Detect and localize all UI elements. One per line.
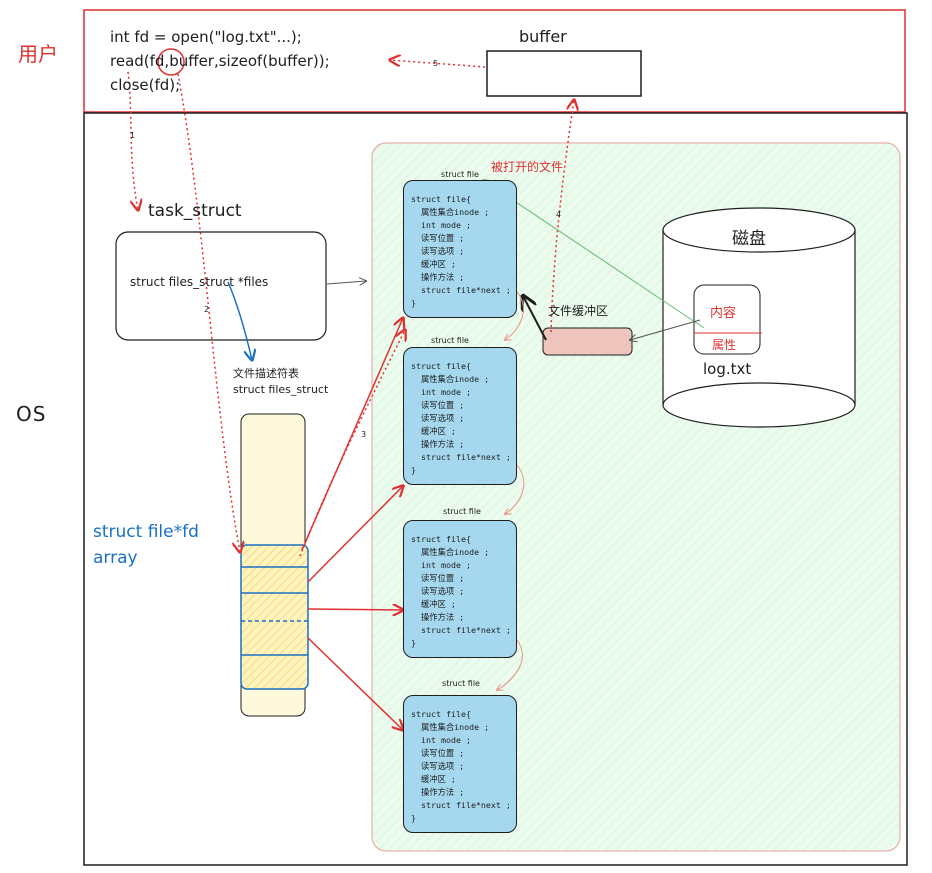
- sf4-line: 读写选项 ;: [411, 761, 465, 771]
- user-label: 用户: [18, 42, 58, 66]
- sf1-line: 属性集合inode ;: [411, 207, 490, 217]
- fd0-pointer: [301, 318, 403, 551]
- struct-file-box-2: struct file{ 属性集合inode ; int mode ; 读写位置…: [403, 347, 517, 485]
- sf3-line: 读写选项 ;: [411, 586, 465, 596]
- sf4-line: 读写位置 ;: [411, 748, 465, 758]
- disk-label: 磁盘: [732, 229, 766, 249]
- sf4-line: 缓冲区 ;: [411, 774, 456, 784]
- sf4-line: struct file{: [411, 709, 471, 719]
- opened-files-label: 被打开的文件: [491, 160, 564, 174]
- sf1-line: struct file*next ;: [411, 285, 511, 295]
- sf3-line: struct file*next ;: [411, 625, 511, 635]
- sf4-line: struct file*next ;: [411, 800, 511, 810]
- sf1-line: 缓冲区 ;: [411, 259, 456, 269]
- struct-file-title-2: struct file: [431, 336, 469, 345]
- sf1-line: int mode ;: [411, 220, 471, 230]
- sf3-line: int mode ;: [411, 560, 471, 570]
- sf3-line: }: [411, 638, 416, 648]
- sf4-line: }: [411, 813, 416, 823]
- disk-content-label: 内容: [710, 306, 737, 321]
- next-link-3: [497, 634, 523, 690]
- content-to-buffer-arrow: [630, 319, 701, 340]
- step-number-4: 4: [556, 210, 562, 219]
- sf4-line: 操作方法 ;: [411, 787, 465, 797]
- inode-link-arrow: [483, 180, 705, 329]
- sf2-line: }: [411, 465, 416, 475]
- flow-2-arrow: [177, 73, 240, 552]
- fd1-pointer: [307, 486, 403, 583]
- sf1-line: 操作方法 ;: [411, 272, 465, 282]
- flow-1-arrow: [127, 71, 138, 210]
- sf2-line: struct file*next ;: [411, 452, 511, 462]
- files-field-label: struct files_struct *files: [130, 275, 269, 289]
- sf3-line: 缓冲区 ;: [411, 599, 456, 609]
- next-link-2: [505, 459, 525, 514]
- task-struct-label: task_struct: [148, 201, 242, 221]
- sf2-line: 读写选项 ;: [411, 413, 465, 423]
- disk-file-box: [693, 284, 761, 355]
- struct-file-box-1: struct file{ 属性集合inode ; int mode ; 读写位置…: [403, 180, 517, 318]
- sf2-line: 缓冲区 ;: [411, 426, 456, 436]
- sf4-line: 属性集合inode ;: [411, 722, 490, 732]
- sf2-line: struct file{: [411, 361, 471, 371]
- fd-array-label-line1: struct file*fd: [93, 522, 199, 542]
- sf1-line: }: [411, 298, 416, 308]
- sf2-line: 读写位置 ;: [411, 400, 465, 410]
- fd-table-label-line1: 文件描述符表: [233, 367, 299, 380]
- fd2-pointer: [307, 609, 403, 610]
- code-block: int fd = open("log.txt"...); read(fd,buf…: [110, 25, 330, 97]
- struct-file-title-3: struct file: [443, 507, 481, 516]
- struct-file-title-1: struct file: [441, 170, 479, 179]
- step-number-2: 2: [204, 305, 210, 314]
- buffer-label: buffer: [519, 27, 567, 46]
- os-region: [83, 112, 908, 866]
- file-buffer-box: [542, 327, 633, 356]
- sf3-line: 操作方法 ;: [411, 612, 465, 622]
- task-struct-box: [115, 231, 327, 341]
- fd-table-label-line2: struct files_struct: [233, 383, 329, 396]
- os-label: OS: [16, 402, 47, 426]
- fd-highlight-circle: [157, 48, 185, 76]
- code-line-open: int fd = open("log.txt"...);: [110, 28, 302, 46]
- flow-5-arrow: [390, 60, 486, 68]
- task-to-files-arrow: [326, 281, 366, 284]
- file-buffer-label: 文件缓冲区: [548, 304, 609, 318]
- fd3-pointer: [307, 637, 403, 730]
- sf3-line: 读写位置 ;: [411, 573, 465, 583]
- sf2-line: 属性集合inode ;: [411, 374, 490, 384]
- step-number-5: 5: [433, 59, 439, 68]
- step-number-1: 1: [130, 131, 136, 140]
- sf1-line: 读写选项 ;: [411, 246, 465, 256]
- code-line-read: read(fd,buffer,sizeof(buffer));: [110, 52, 330, 70]
- sf4-line: int mode ;: [411, 735, 471, 745]
- struct-file-box-4: struct file{ 属性集合inode ; int mode ; 读写位置…: [403, 695, 517, 833]
- fd-array-label: struct file*fd array: [93, 519, 199, 571]
- struct-file-title-4: struct file: [442, 679, 480, 688]
- sf3-line: 属性集合inode ;: [411, 547, 490, 557]
- disk-file-name: log.txt: [703, 360, 752, 378]
- sf2-line: int mode ;: [411, 387, 471, 397]
- code-line-close: close(fd);: [110, 76, 181, 94]
- sf2-line: 操作方法 ;: [411, 439, 465, 449]
- buffer-box: [486, 50, 642, 97]
- struct-file-box-3: struct file{ 属性集合inode ; int mode ; 读写位置…: [403, 520, 517, 658]
- files-pointer-arrow: [227, 281, 252, 360]
- buffer-to-file-arrow: [523, 296, 547, 341]
- sf1-line: 读写位置 ;: [411, 233, 465, 243]
- fd-array-label-line2: array: [93, 548, 138, 568]
- fd-array-cells: [240, 544, 309, 690]
- disk-attr-label: 属性: [712, 338, 737, 352]
- step-number-3: 3: [361, 430, 367, 439]
- sf1-line: struct file{: [411, 194, 471, 204]
- fd-table-label: 文件描述符表 struct files_struct: [233, 366, 328, 398]
- sf3-line: struct file{: [411, 534, 471, 544]
